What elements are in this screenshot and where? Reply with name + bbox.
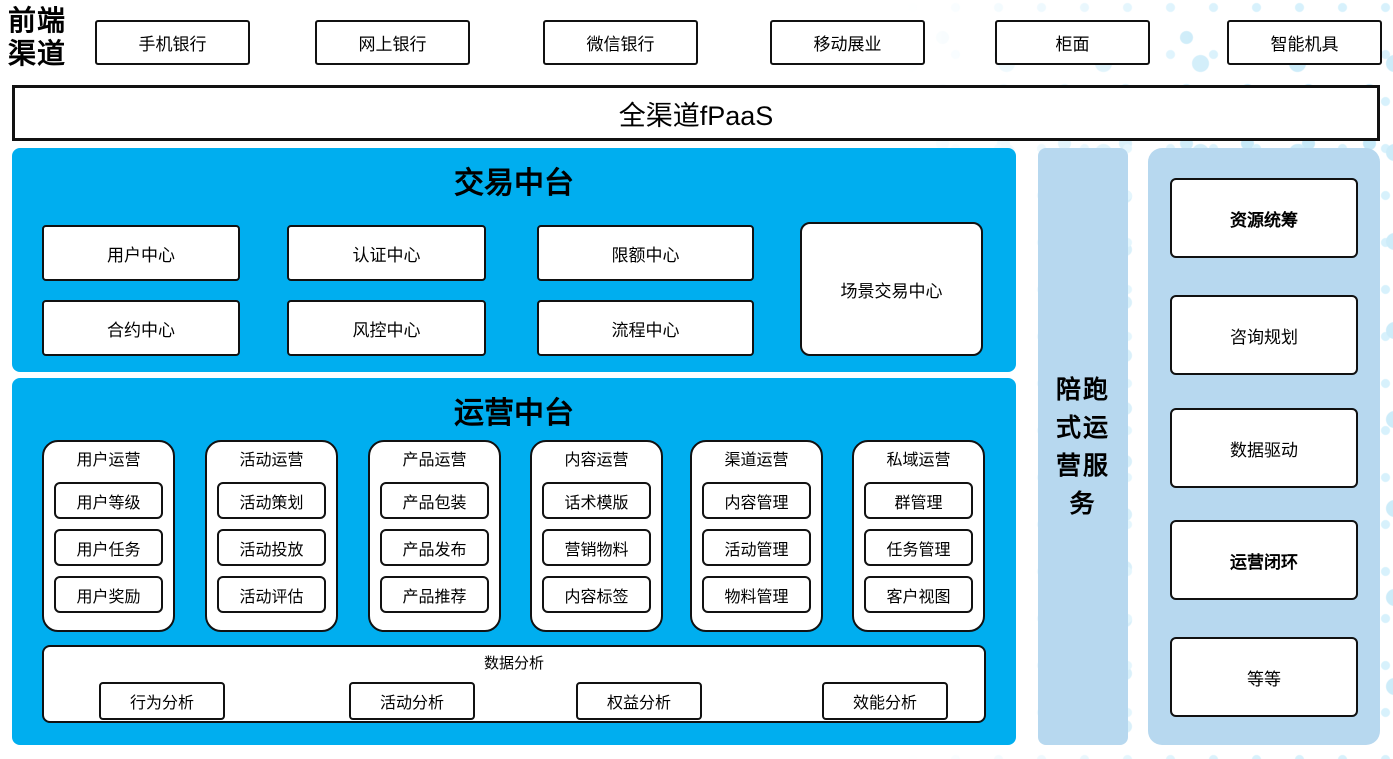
group-item: 产品发布 — [380, 529, 489, 566]
group-product-ops: 产品运营 产品包装 产品发布 产品推荐 — [368, 440, 501, 632]
center-process: 流程中心 — [537, 300, 754, 356]
group-channel-ops: 渠道运营 内容管理 活动管理 物料管理 — [690, 440, 823, 632]
group-activity-ops: 活动运营 活动策划 活动投放 活动评估 — [205, 440, 338, 632]
group-label: 私域运营 — [886, 452, 951, 469]
data-analysis-container: 数据分析 行为分析 活动分析 权益分析 效能分析 — [42, 645, 986, 723]
group-item: 用户奖励 — [54, 576, 163, 613]
panel-data-driven: 数据驱动 — [1170, 408, 1358, 488]
channel-mobile-banking: 手机银行 — [95, 20, 250, 65]
group-label: 内容运营 — [564, 452, 629, 469]
group-item: 用户任务 — [54, 529, 163, 566]
analysis-behavior: 行为分析 — [99, 682, 225, 720]
group-item: 产品包装 — [380, 482, 489, 519]
group-item: 产品推荐 — [380, 576, 489, 613]
center-limit: 限额中心 — [537, 225, 754, 281]
frontend-channels-label: 前端渠道 — [8, 6, 67, 70]
group-content-ops: 内容运营 话术模版 营销物料 内容标签 — [530, 440, 663, 632]
analysis-rights: 权益分析 — [576, 682, 702, 720]
channel-smart-machines: 智能机具 — [1227, 20, 1382, 65]
group-item: 活动管理 — [702, 529, 811, 566]
accompanying-ops-service-bar: 陪跑式运营服务 — [1038, 148, 1128, 745]
accompanying-ops-service-label: 陪跑式运营服务 — [1055, 375, 1110, 518]
center-contract: 合约中心 — [42, 300, 240, 356]
group-item: 营销物料 — [542, 529, 651, 566]
group-item: 活动评估 — [217, 576, 326, 613]
group-user-ops: 用户运营 用户等级 用户任务 用户奖励 — [42, 440, 175, 632]
group-private-domain-ops: 私域运营 群管理 任务管理 客户视图 — [852, 440, 985, 632]
analysis-efficiency: 效能分析 — [822, 682, 948, 720]
data-analysis-label: 数据分析 — [483, 655, 544, 672]
group-item: 内容管理 — [702, 482, 811, 519]
panel-resource-coordination: 资源统筹 — [1170, 178, 1358, 258]
group-label: 渠道运营 — [724, 452, 789, 469]
ops-platform-section: 运营中台 用户运营 用户等级 用户任务 用户奖励 活动运营 活动策划 活动投放 … — [12, 378, 1016, 745]
trade-platform-title: 交易中台 — [454, 167, 574, 200]
group-label: 用户运营 — [76, 452, 141, 469]
channel-counter: 柜面 — [995, 20, 1150, 65]
channel-mobile-business: 移动展业 — [770, 20, 925, 65]
group-item: 客户视图 — [864, 576, 973, 613]
service-capability-panel: 资源统筹 咨询规划 数据驱动 运营闭环 等等 — [1148, 148, 1380, 745]
center-scenario-trade: 场景交易中心 — [800, 222, 983, 356]
center-auth: 认证中心 — [287, 225, 486, 281]
group-item: 群管理 — [864, 482, 973, 519]
panel-ops-closed-loop: 运营闭环 — [1170, 520, 1358, 600]
group-item: 用户等级 — [54, 482, 163, 519]
analysis-activity: 活动分析 — [349, 682, 475, 720]
group-item: 任务管理 — [864, 529, 973, 566]
group-label: 活动运营 — [239, 452, 304, 469]
group-label: 产品运营 — [402, 452, 467, 469]
channel-wechat-banking: 微信银行 — [543, 20, 698, 65]
group-item: 活动策划 — [217, 482, 326, 519]
panel-consulting-planning: 咨询规划 — [1170, 295, 1358, 375]
ops-platform-title: 运营中台 — [454, 397, 574, 430]
panel-etc: 等等 — [1170, 637, 1358, 717]
group-item: 内容标签 — [542, 576, 651, 613]
group-item: 活动投放 — [217, 529, 326, 566]
channel-online-banking: 网上银行 — [315, 20, 470, 65]
center-user: 用户中心 — [42, 225, 240, 281]
center-risk: 风控中心 — [287, 300, 486, 356]
fpaas-bar: 全渠道fPaaS — [12, 85, 1380, 141]
group-item: 话术模版 — [542, 482, 651, 519]
trade-platform-section: 交易中台 用户中心 认证中心 限额中心 合约中心 风控中心 流程中心 场景交易中… — [12, 148, 1016, 372]
group-item: 物料管理 — [702, 576, 811, 613]
